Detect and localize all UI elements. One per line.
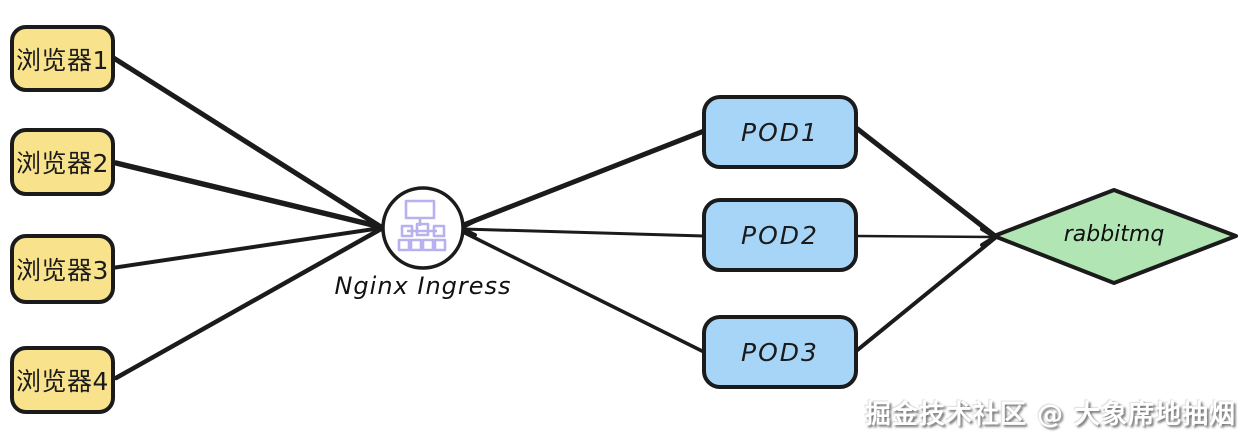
pod-1-label: POD1	[741, 117, 819, 147]
edge-pod1-queue	[852, 124, 998, 239]
edge-ingress-pod2	[461, 227, 706, 238]
queue-diamond	[992, 188, 1238, 285]
watermark-text: 掘金技术社区 @ 大象席地抽烟	[864, 400, 1236, 430]
node-browser-3: 浏览器3	[10, 234, 115, 304]
node-pod-3: POD3	[702, 315, 858, 389]
pod-3-label: POD3	[741, 337, 819, 367]
edge-browser1-ingress	[109, 54, 384, 230]
browser-1-label: 浏览器1	[16, 45, 109, 75]
node-browser-4: 浏览器4	[10, 346, 115, 414]
browser-4-label: 浏览器4	[16, 367, 109, 396]
browser-3-label: 浏览器3	[16, 256, 109, 285]
ingress-circle	[381, 186, 465, 270]
edge-browser3-ingress	[110, 226, 383, 270]
node-pod-1: POD1	[702, 95, 858, 169]
edge-ingress-pod3	[459, 229, 706, 354]
ingress-label: Nginx Ingress	[334, 272, 512, 300]
edge-browser2-ingress	[113, 160, 384, 230]
queue-label: rabbitmq	[1063, 222, 1165, 247]
edge-pod3-queue	[853, 236, 997, 354]
node-pod-2: POD2	[702, 198, 858, 272]
edge-browser4-ingress	[113, 226, 384, 381]
node-browser-1: 浏览器1	[10, 25, 115, 92]
node-browser-2: 浏览器2	[10, 128, 115, 196]
edge-pod2-queue	[854, 234, 997, 239]
pod-2-label: POD2	[741, 220, 819, 250]
edge-ingress-pod1	[458, 128, 707, 229]
sitemap-icon	[397, 199, 447, 252]
browser-2-label: 浏览器2	[16, 149, 109, 178]
